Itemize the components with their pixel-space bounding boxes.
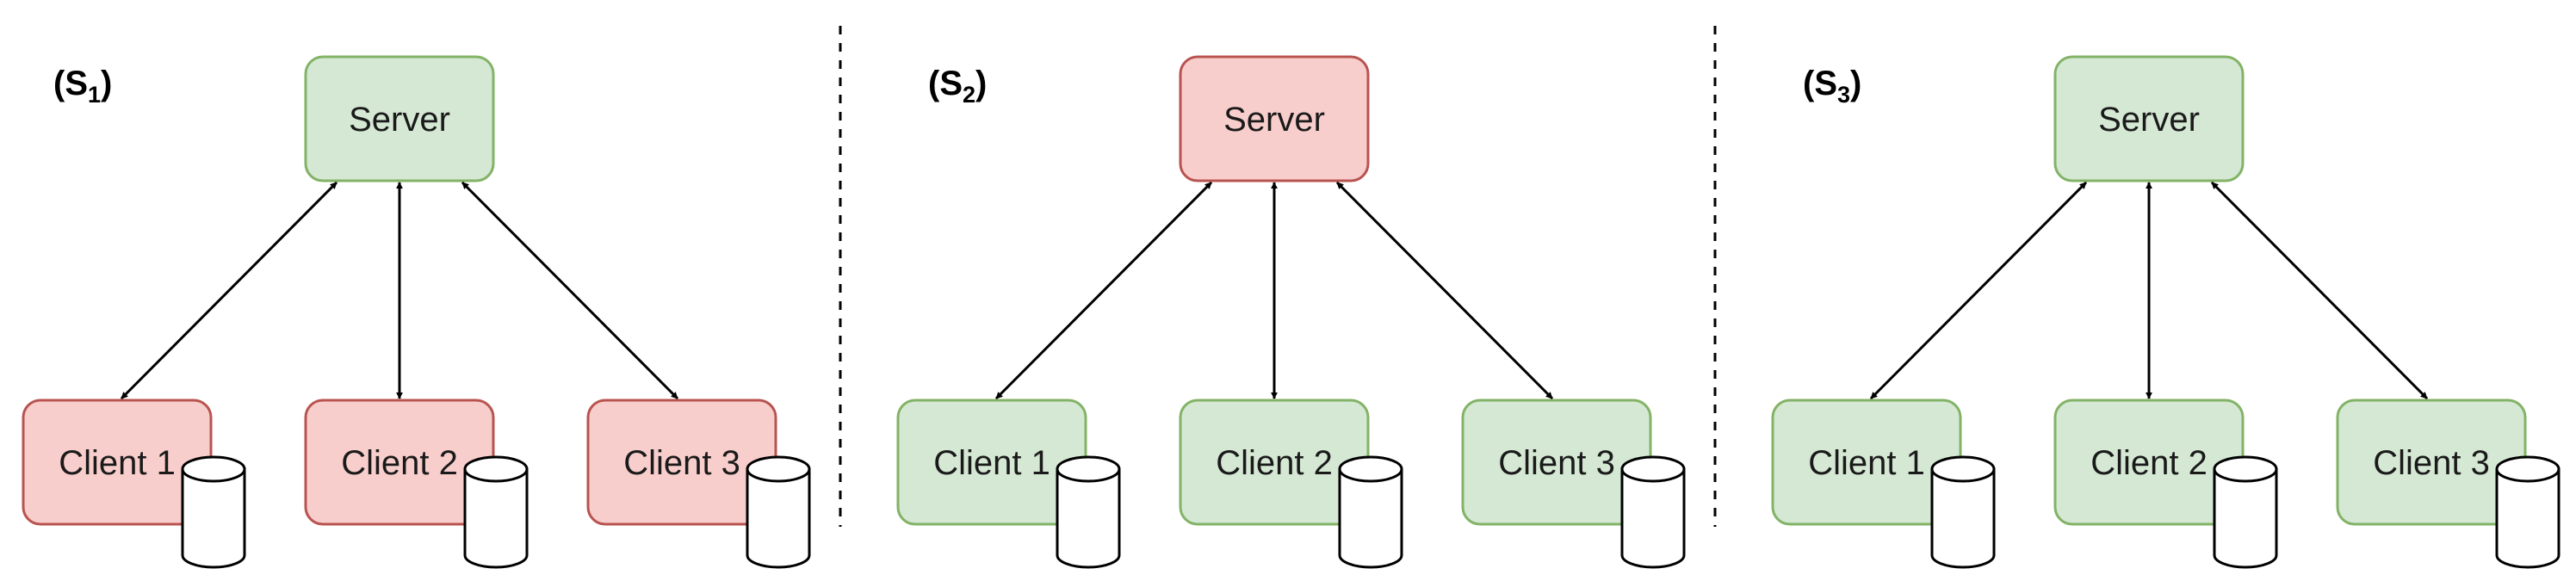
sync-arrow (994, 181, 1213, 400)
database-icon (2213, 455, 2278, 569)
database-icon (2495, 455, 2561, 569)
client-node-2: Client 2 (2053, 399, 2278, 569)
database-body (463, 467, 529, 569)
database-icon (746, 455, 811, 569)
scenario-label-main: (S (53, 65, 88, 102)
client-node-1: Client 1 (896, 399, 1121, 569)
client-label: Client 1 (1808, 444, 1925, 482)
server-box (304, 55, 495, 182)
client-label: Client 2 (2090, 444, 2208, 482)
database-icon (1338, 455, 1403, 569)
scenario-label-end: ) (1850, 65, 1861, 102)
database-body (1338, 467, 1403, 569)
scenario-label-main: (S (1803, 65, 1837, 102)
sync-arrow (120, 181, 338, 400)
sync-arrow (1335, 181, 1554, 400)
database-top (2495, 455, 2561, 483)
database-top (746, 455, 811, 483)
server-node: Server (304, 55, 495, 182)
database-body (746, 467, 811, 569)
database-icon (463, 455, 529, 569)
database-top (181, 455, 246, 483)
client-node-2: Client 2 (1179, 399, 1403, 569)
scenario-label-main: (S (928, 65, 963, 102)
sync-arrow (2210, 181, 2429, 400)
database-body (2213, 467, 2278, 569)
database-top (463, 455, 529, 483)
database-body (181, 467, 246, 569)
scenario-label-end: ) (975, 65, 987, 102)
client-node-1: Client 1 (22, 399, 246, 569)
server-box (1179, 55, 1370, 182)
server-box (2053, 55, 2245, 182)
database-top (2213, 455, 2278, 483)
server-label: Server (349, 101, 450, 139)
client-label: Client 3 (1498, 444, 1615, 482)
sync-arrow (461, 181, 679, 400)
database-body (2495, 467, 2561, 569)
client-node-3: Client 3 (586, 399, 811, 569)
database-icon (1620, 455, 1686, 569)
client-label: Client 3 (623, 444, 740, 482)
client-label: Client 1 (933, 444, 1050, 482)
client-label: Client 1 (59, 444, 176, 482)
scenario-label: (S1) (53, 65, 112, 108)
scenario-label: (S3) (1803, 65, 1861, 108)
database-icon (1930, 455, 1996, 569)
server-label: Server (2098, 101, 2200, 139)
server-label: Server (1223, 101, 1325, 139)
client-label: Client 3 (2373, 444, 2490, 482)
scenario-label-subscript: 3 (1837, 82, 1850, 108)
client-node-2: Client 2 (304, 399, 529, 569)
database-icon (1056, 455, 1121, 569)
database-top (1056, 455, 1121, 483)
scenario-label-subscript: 2 (963, 82, 975, 108)
database-top (1620, 455, 1686, 483)
client-label: Client 2 (1216, 444, 1333, 482)
server-node: Server (1179, 55, 1370, 182)
scenario-label-end: ) (101, 65, 112, 102)
database-icon (181, 455, 246, 569)
database-body (1056, 467, 1121, 569)
database-body (1620, 467, 1686, 569)
server-node: Server (2053, 55, 2245, 182)
sync-arrow (1869, 181, 2088, 400)
client-node-3: Client 3 (1461, 399, 1686, 569)
client-node-3: Client 3 (2336, 399, 2561, 569)
scenario-label-subscript: 1 (88, 82, 101, 108)
scenario-label: (S2) (928, 65, 987, 108)
database-body (1930, 467, 1996, 569)
database-top (1338, 455, 1403, 483)
client-label: Client 2 (341, 444, 458, 482)
database-top (1930, 455, 1996, 483)
client-node-1: Client 1 (1771, 399, 1996, 569)
